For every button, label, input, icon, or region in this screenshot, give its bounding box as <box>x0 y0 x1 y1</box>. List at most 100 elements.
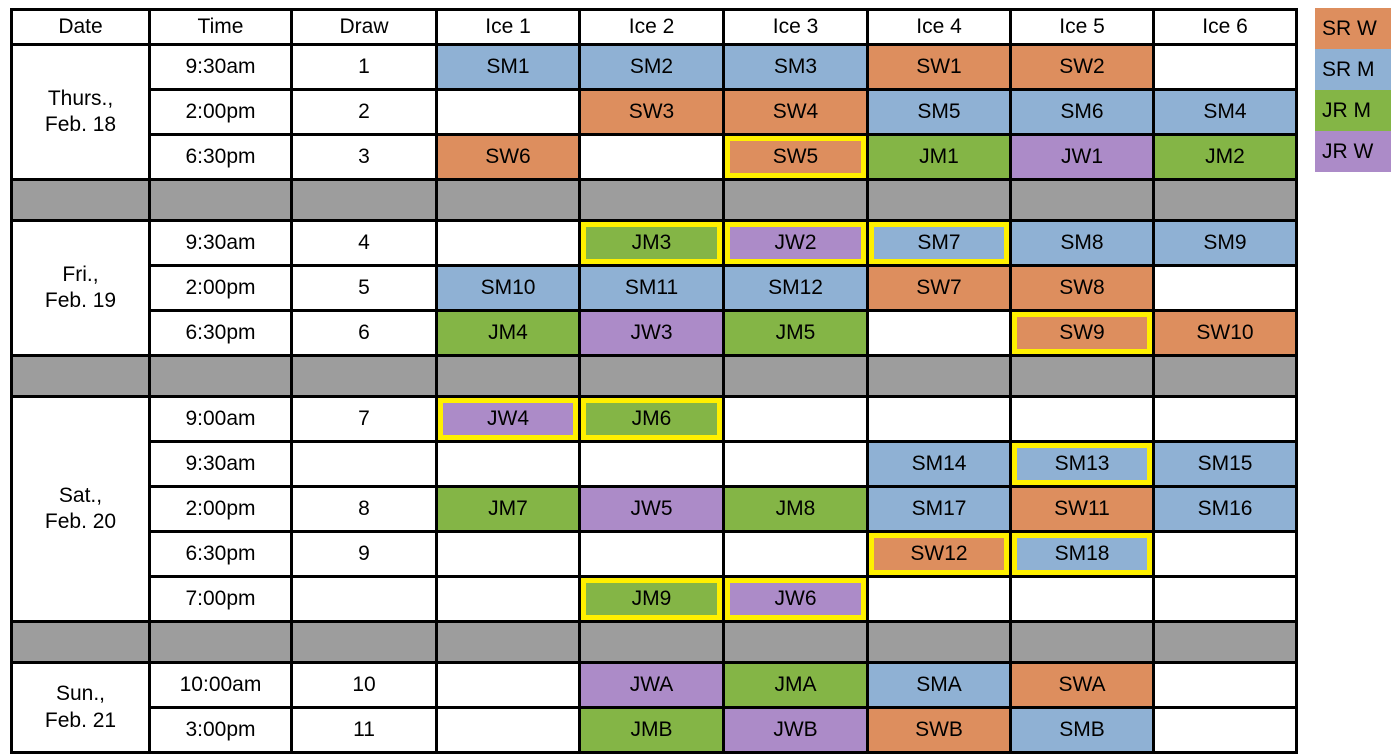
schedule-row: Sat., Feb. 20 9:00am 7 JW4 JM6 <box>10 395 1298 623</box>
draw-schedule-table: Date Time Draw Ice 1 Ice 2 Ice 3 Ice 4 I… <box>10 8 1298 754</box>
column-header-ice-1: Ice 1 <box>435 8 581 46</box>
separator-cell <box>290 354 438 398</box>
column-header-ice-4: Ice 4 <box>866 8 1012 46</box>
separator-row <box>10 178 1298 222</box>
legend-item-jr-w: JR W <box>1315 131 1391 172</box>
draw-number-cell: 10 <box>290 661 438 709</box>
time-cell: 9:30am <box>148 440 293 488</box>
schedule-cell: JW1 <box>1009 133 1155 181</box>
schedule-cell <box>722 530 869 578</box>
schedule-cell: SW11 <box>1009 485 1155 533</box>
schedule-row: 6:30pm 6 JM4 JW3 JM5 SW9 SW10 <box>12 309 1298 357</box>
header-row: Date Time Draw Ice 1 Ice 2 Ice 3 Ice 4 I… <box>10 8 1298 46</box>
separator-cell <box>578 620 725 664</box>
draw-number-cell: 8 <box>290 485 438 533</box>
separator-cell <box>866 354 1012 398</box>
schedule-cell <box>866 395 1012 443</box>
schedule-cell: SMA <box>866 661 1012 709</box>
time-cell: 2:00pm <box>148 485 293 533</box>
schedule-cell: JM4 <box>435 309 581 357</box>
schedule-cell: SW7 <box>866 264 1012 312</box>
separator-cell <box>10 178 151 222</box>
draw-number-cell <box>290 440 438 488</box>
schedule-cell: JM3 <box>578 219 725 267</box>
schedule-row: 3:00pm 11 JMB JWB SWB SMB <box>12 706 1298 754</box>
schedule-cell: JM1 <box>866 133 1012 181</box>
schedule-cell <box>435 575 581 623</box>
column-header-ice-2: Ice 2 <box>578 8 725 46</box>
schedule-cell: SM15 <box>1152 440 1298 488</box>
separator-cell <box>435 620 581 664</box>
schedule-cell <box>1009 575 1155 623</box>
separator-row <box>10 620 1298 664</box>
schedule-cell: SW8 <box>1009 264 1155 312</box>
schedule-cell: SM18 <box>1009 530 1155 578</box>
draw-number-cell: 3 <box>290 133 438 181</box>
draw-number-cell: 1 <box>290 43 438 91</box>
legend-item-jr-m: JR M <box>1315 90 1391 131</box>
schedule-cell: SM1 <box>435 43 581 91</box>
schedule-cell <box>1152 530 1298 578</box>
draw-number-cell: 4 <box>290 219 438 267</box>
schedule-cell <box>578 133 725 181</box>
schedule-row: 2:00pm 5 SM10 SM11 SM12 SW7 SW8 <box>12 264 1298 312</box>
schedule-cell: SM16 <box>1152 485 1298 533</box>
schedule-row: Fri., Feb. 19 9:30am 4 JM3 JW2 SM7 SM8 S… <box>10 219 1298 357</box>
date-cell: Sun., Feb. 21 <box>10 661 151 754</box>
schedule-cell: JMB <box>578 706 725 754</box>
schedule-cell: SW10 <box>1152 309 1298 357</box>
legend-item-sr-m: SR M <box>1315 49 1391 90</box>
schedule-cell: SM9 <box>1152 219 1298 267</box>
schedule-cell: SMB <box>1009 706 1155 754</box>
schedule-cell <box>435 706 581 754</box>
separator-cell <box>1009 178 1155 222</box>
schedule-row: 6:30pm 3 SW6 SW5 JM1 JW1 JM2 <box>12 133 1298 181</box>
schedule-cell: SM8 <box>1009 219 1155 267</box>
time-cell: 6:30pm <box>148 133 293 181</box>
schedule-cell <box>435 219 581 267</box>
schedule-cell: JW5 <box>578 485 725 533</box>
separator-cell <box>10 620 151 664</box>
schedule-cell: JM7 <box>435 485 581 533</box>
separator-cell <box>866 620 1012 664</box>
schedule-cell: JWB <box>722 706 869 754</box>
separator-cell <box>1009 620 1155 664</box>
schedule-cell: JM8 <box>722 485 869 533</box>
time-cell: 9:00am <box>148 395 293 443</box>
time-cell: 9:30am <box>148 43 293 91</box>
schedule-cell <box>578 530 725 578</box>
schedule-cell: SM5 <box>866 88 1012 136</box>
schedule-cell <box>578 440 725 488</box>
schedule-cell <box>435 440 581 488</box>
schedule-cell <box>722 440 869 488</box>
schedule-row: Thurs., Feb. 18 9:30am 1 SM1 SM2 SM3 SW1… <box>10 43 1298 181</box>
schedule-cell: JM2 <box>1152 133 1298 181</box>
schedule-cell: JMA <box>722 661 869 709</box>
date-cell: Fri., Feb. 19 <box>10 219 151 357</box>
schedule-cell: SWB <box>866 706 1012 754</box>
schedule-cell: JW3 <box>578 309 725 357</box>
separator-cell <box>722 620 869 664</box>
schedule-cell: SW9 <box>1009 309 1155 357</box>
schedule-row: 9:30am SM14 SM13 SM15 <box>12 440 1298 488</box>
schedule-cell: SM10 <box>435 264 581 312</box>
time-cell: 6:30pm <box>148 530 293 578</box>
column-header-ice-3: Ice 3 <box>722 8 869 46</box>
schedule-cell: SM11 <box>578 264 725 312</box>
legend-item-sr-w: SR W <box>1315 8 1391 49</box>
schedule-cell: SW1 <box>866 43 1012 91</box>
separator-cell <box>148 354 293 398</box>
category-legend: SR W SR M JR M JR W <box>1315 8 1391 172</box>
schedule-cell: SW5 <box>722 133 869 181</box>
separator-cell <box>290 178 438 222</box>
schedule-cell: SWA <box>1009 661 1155 709</box>
schedule-cell: JW2 <box>722 219 869 267</box>
schedule-cell <box>435 530 581 578</box>
separator-cell <box>1152 354 1298 398</box>
schedule-cell <box>1152 575 1298 623</box>
schedule-cell <box>866 309 1012 357</box>
separator-cell <box>866 178 1012 222</box>
separator-cell <box>435 178 581 222</box>
separator-cell <box>10 354 151 398</box>
time-cell: 9:30am <box>148 219 293 267</box>
